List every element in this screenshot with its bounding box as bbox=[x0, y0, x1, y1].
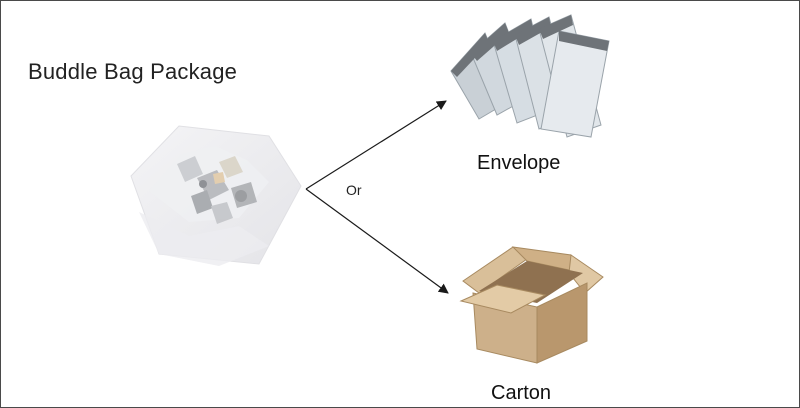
carton-box-icon bbox=[459, 246, 604, 364]
diagram-title: Buddle Bag Package bbox=[28, 59, 238, 84]
mailer-envelope-icon bbox=[450, 14, 610, 138]
carton-label: Carton bbox=[491, 382, 552, 404]
envelope-label: Envelope bbox=[477, 152, 561, 174]
arrow-to-envelope bbox=[305, 100, 447, 190]
arrow-to-carton bbox=[305, 188, 449, 294]
or-label: Or bbox=[346, 182, 362, 198]
bubble-bag-package-icon bbox=[130, 125, 302, 266]
